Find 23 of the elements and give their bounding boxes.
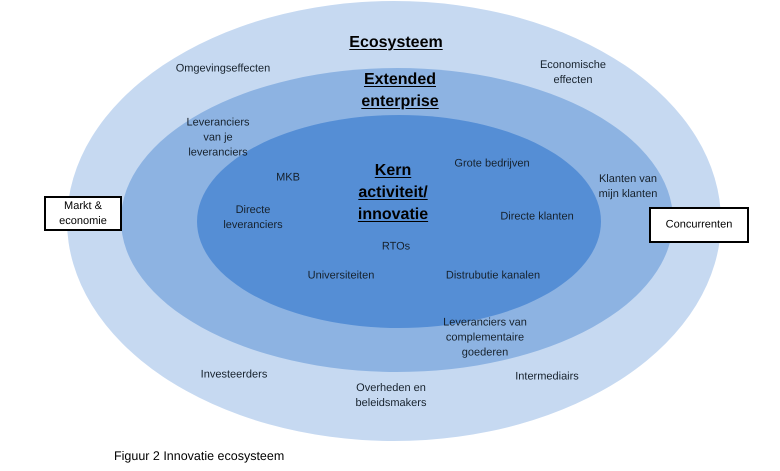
stakeholder-label: Grote bedrijven <box>454 156 530 172</box>
ring-heading: Kern activiteit/ innovatie <box>356 161 430 225</box>
stakeholder-label: Universiteiten <box>308 268 374 284</box>
box-label: Concurrenten <box>666 218 732 232</box>
stakeholder-label: Directe klanten <box>500 210 574 224</box>
stakeholder-label: Omgevingseffecten <box>176 62 270 76</box>
stakeholder-label: RTOs <box>382 240 410 254</box>
outlined-box <box>649 207 749 243</box>
stakeholder-label: Intermediairs <box>515 370 579 384</box>
figure-caption: Figuur 2 Innovatie ecosysteem <box>114 448 284 464</box>
stakeholder-label: Economische effecten <box>538 58 608 88</box>
stakeholder-label: Leveranciers van complementaire goederen <box>442 316 528 360</box>
outlined-box <box>44 196 122 231</box>
ring-heading: Ecosysteem <box>349 33 443 53</box>
stakeholder-label: Leveranciers van je leveranciers <box>186 116 250 160</box>
stakeholder-label: Directe leveranciers <box>222 203 284 233</box>
stakeholder-label: Distrubutie kanalen <box>446 268 540 284</box>
stakeholder-label: Investeerders <box>200 368 268 382</box>
stakeholder-label: Overheden en beleidsmakers <box>354 381 428 411</box>
box-label: Markt & economie <box>58 198 108 228</box>
stakeholder-label: MKB <box>276 170 300 186</box>
stakeholder-label: Klanten van mijn klanten <box>598 172 658 202</box>
ring-heading: Extended enterprise <box>360 70 440 112</box>
